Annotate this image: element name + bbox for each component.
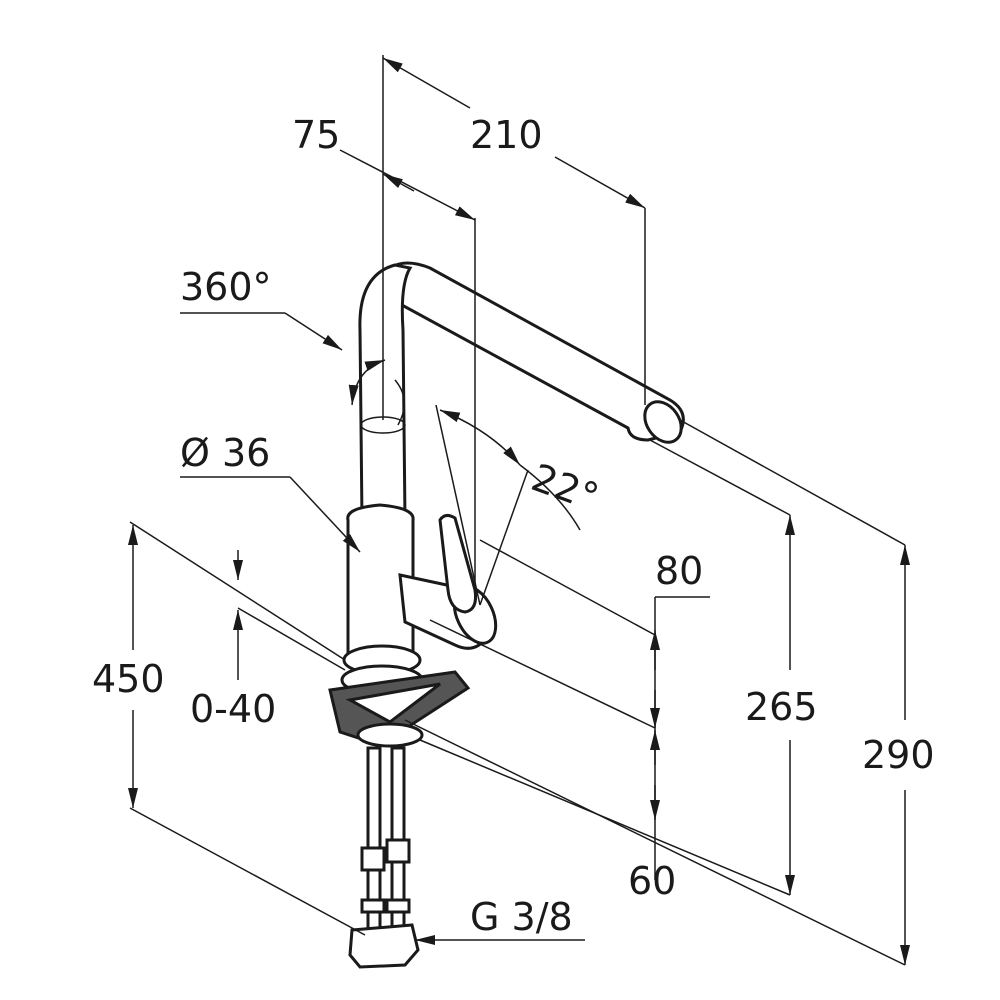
label-265: 265 xyxy=(745,685,818,729)
spout-outlet xyxy=(643,400,683,444)
mounting-nut xyxy=(356,722,424,748)
label-210: 210 xyxy=(470,113,543,157)
dimension-290 xyxy=(404,419,910,966)
spout xyxy=(388,261,685,442)
dimension-360 xyxy=(180,312,405,426)
dimension-450 xyxy=(128,521,366,936)
label-80: 80 xyxy=(655,549,704,593)
dimension-80-60 xyxy=(429,539,710,880)
dimension-210 xyxy=(382,55,646,420)
label-75: 75 xyxy=(292,113,341,157)
label-450: 450 xyxy=(92,657,165,701)
hose-fittings xyxy=(348,923,420,969)
dimension-75 xyxy=(339,149,476,600)
dimension-0-40 xyxy=(233,550,346,680)
dimension-diameter-36 xyxy=(180,476,361,553)
label-360: 360° xyxy=(180,265,272,309)
dimension-22-degrees xyxy=(435,404,581,606)
label-0-40: 0-40 xyxy=(190,687,277,731)
label-290: 290 xyxy=(862,733,935,777)
label-g38: G 3/8 xyxy=(470,895,573,939)
label-diameter-36: Ø 36 xyxy=(180,431,271,475)
lever-handle xyxy=(438,513,477,614)
label-60: 60 xyxy=(628,859,677,903)
